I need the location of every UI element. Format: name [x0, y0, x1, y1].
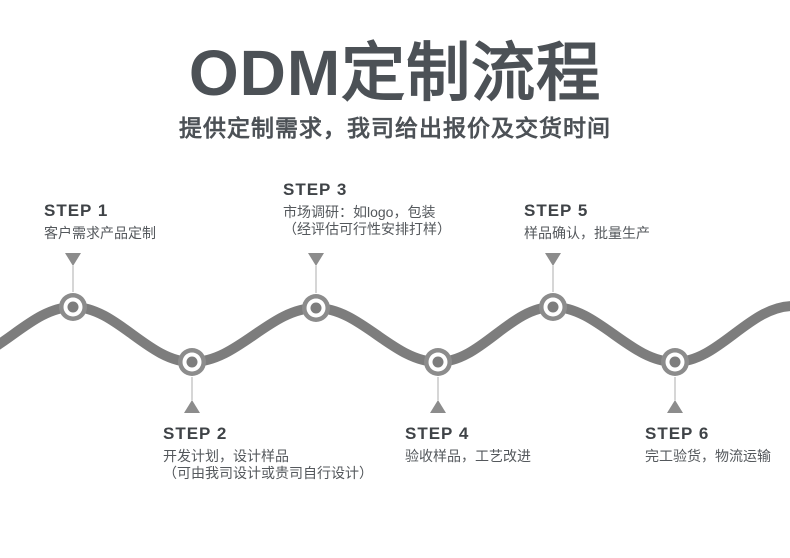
arrow-down-icon [65, 253, 81, 266]
step-6-label-block: STEP 6 完工验货，物流运输 [645, 424, 771, 465]
wave-node-step-3 [302, 294, 330, 322]
step-1-desc-line: 客户需求产品定制 [44, 225, 156, 241]
wave-line [0, 301, 790, 368]
connector-step-4 [430, 377, 446, 413]
step-6-title: STEP 6 [645, 424, 710, 443]
connector-step-5 [545, 253, 561, 292]
page-subtitle: 提供定制需求，我司给出报价及交货时间 [179, 115, 611, 141]
wave-node-step-2 [178, 348, 206, 376]
connector-step-6 [667, 377, 683, 413]
step-4-title: STEP 4 [405, 424, 470, 443]
step-2-desc-line: 开发计划，设计样品 [163, 448, 289, 464]
step-4-desc-line: 验收样品，工艺改进 [405, 448, 531, 464]
step-5-label-block: STEP 5 样品确认，批量生产 [524, 201, 650, 242]
arrow-up-icon [667, 400, 683, 413]
wave-node-step-6 [661, 348, 689, 376]
connector-step-3 [308, 253, 324, 293]
page-title: ODM定制流程 [188, 37, 602, 109]
connector-step-1 [65, 253, 81, 292]
step-6-desc-line: 完工验货，物流运输 [645, 448, 771, 464]
step-5-title: STEP 5 [524, 201, 589, 220]
step-3-title: STEP 3 [283, 180, 348, 199]
wave-node-step-4 [424, 348, 452, 376]
step-2-label-block: STEP 2 开发计划，设计样品 （可由我司设计或贵司自行设计） [163, 424, 373, 482]
step-1-label-block: STEP 1 客户需求产品定制 [44, 201, 156, 242]
arrow-down-icon [308, 253, 324, 266]
step-1-title: STEP 1 [44, 201, 109, 220]
step-2-desc-line: （可由我司设计或贵司自行设计） [163, 465, 373, 481]
connector-step-2 [184, 377, 200, 413]
arrow-down-icon [545, 253, 561, 266]
step-3-desc-line: 市场调研：如logo，包装 [283, 204, 436, 220]
wave-node-step-5 [539, 293, 567, 321]
step-3-label-block: STEP 3 市场调研：如logo，包装 （经评估可行性安排打样） [283, 180, 451, 238]
step-5-desc-line: 样品确认，批量生产 [524, 225, 650, 241]
arrow-up-icon [430, 400, 446, 413]
step-4-label-block: STEP 4 验收样品，工艺改进 [405, 424, 531, 465]
step-2-title: STEP 2 [163, 424, 228, 443]
wave-node-step-1 [59, 293, 87, 321]
step-3-desc-line: （经评估可行性安排打样） [283, 221, 451, 237]
arrow-up-icon [184, 400, 200, 413]
